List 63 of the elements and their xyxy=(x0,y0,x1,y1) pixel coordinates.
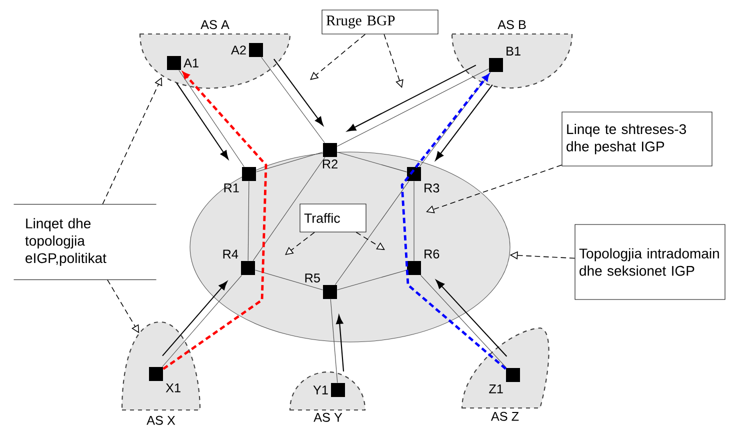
node-label: R2 xyxy=(322,160,338,168)
node-label: B1 xyxy=(506,46,520,56)
router-square: A1 xyxy=(167,56,198,70)
link-line xyxy=(248,181,250,261)
route-arrow xyxy=(435,84,493,161)
route-arrow xyxy=(273,58,324,126)
text-box: Linqe te shtreses-3 dhe peshat IGP xyxy=(562,112,712,166)
text-box: Rruge BGP xyxy=(322,10,438,34)
router-square: B1 xyxy=(489,46,520,72)
node-label: AS Y xyxy=(314,412,342,422)
node-label: A2 xyxy=(231,46,246,54)
text-box: Traffic xyxy=(300,204,366,232)
link-line xyxy=(337,270,407,290)
node-label: R5 xyxy=(305,274,320,282)
link-line xyxy=(334,181,410,285)
router-square: Y1 xyxy=(313,383,345,397)
link-line xyxy=(337,68,489,147)
text-block: Linqet dhe topologjia eIGP,politikat xyxy=(13,204,157,280)
node-label: AS X xyxy=(146,416,176,425)
router-square: R6 xyxy=(407,250,440,275)
link-line xyxy=(178,70,244,167)
link-line xyxy=(252,157,326,261)
link-line xyxy=(330,299,338,383)
router-square: R4 xyxy=(223,250,255,275)
node-label: R4 xyxy=(223,250,238,258)
leader-arrow xyxy=(285,232,315,255)
node-label: AS B xyxy=(498,20,526,30)
node-label: R6 xyxy=(424,250,440,258)
router-square: R1 xyxy=(224,167,256,192)
node-label: A1 xyxy=(184,58,198,68)
link-line xyxy=(419,72,491,167)
text-box: Topologjia intradomain dhe seksionet IGP xyxy=(574,224,726,300)
domain-ellipse xyxy=(190,152,510,342)
route-arrow xyxy=(436,280,508,357)
leader-arrow xyxy=(426,164,562,214)
node-label: X1 xyxy=(166,384,180,392)
router-square: R3 xyxy=(407,167,440,192)
link-line xyxy=(162,275,242,367)
link-line xyxy=(255,270,323,290)
route-arrow xyxy=(346,64,476,132)
link-line xyxy=(337,152,407,172)
link-line xyxy=(261,57,325,143)
router-square: X1 xyxy=(149,367,180,392)
router-square: A2 xyxy=(231,43,263,57)
route-arrow xyxy=(162,281,228,356)
traffic-path xyxy=(162,72,268,370)
route-arrow xyxy=(336,315,344,372)
node-label: Z1 xyxy=(489,384,503,394)
router-square: R5 xyxy=(305,274,337,299)
router-square: R2 xyxy=(322,143,338,168)
leader-arrow xyxy=(384,34,404,88)
node-label: AS A xyxy=(200,20,230,30)
node-label: AS Z xyxy=(490,412,519,421)
node-label: R1 xyxy=(224,184,239,192)
traffic-path xyxy=(400,74,507,370)
node-label: R3 xyxy=(424,184,440,193)
link-line xyxy=(420,275,507,368)
leader-arrow xyxy=(356,232,385,250)
node-label: Y1 xyxy=(313,386,328,394)
router-square: Z1 xyxy=(489,368,520,394)
link-line xyxy=(256,152,323,172)
leader-arrow xyxy=(310,34,366,80)
route-arrow xyxy=(176,82,228,160)
